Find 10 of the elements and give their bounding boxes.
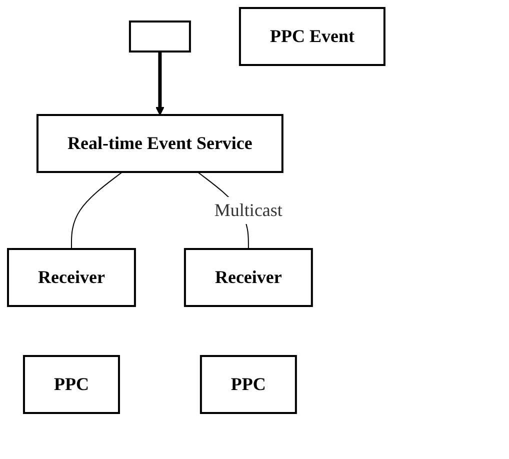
node-box — [128, 20, 191, 52]
node-box: PPC Event — [238, 7, 386, 66]
node-box: Real-time Event Service — [36, 114, 284, 173]
node-box: PPC — [200, 355, 297, 414]
edge-label: Multicast — [214, 200, 282, 220]
node-box: PPC — [22, 355, 120, 414]
arrow — [156, 52, 164, 116]
connector — [70, 172, 123, 250]
node-box: Receiver — [184, 248, 313, 307]
node-box: Receiver — [7, 248, 136, 307]
